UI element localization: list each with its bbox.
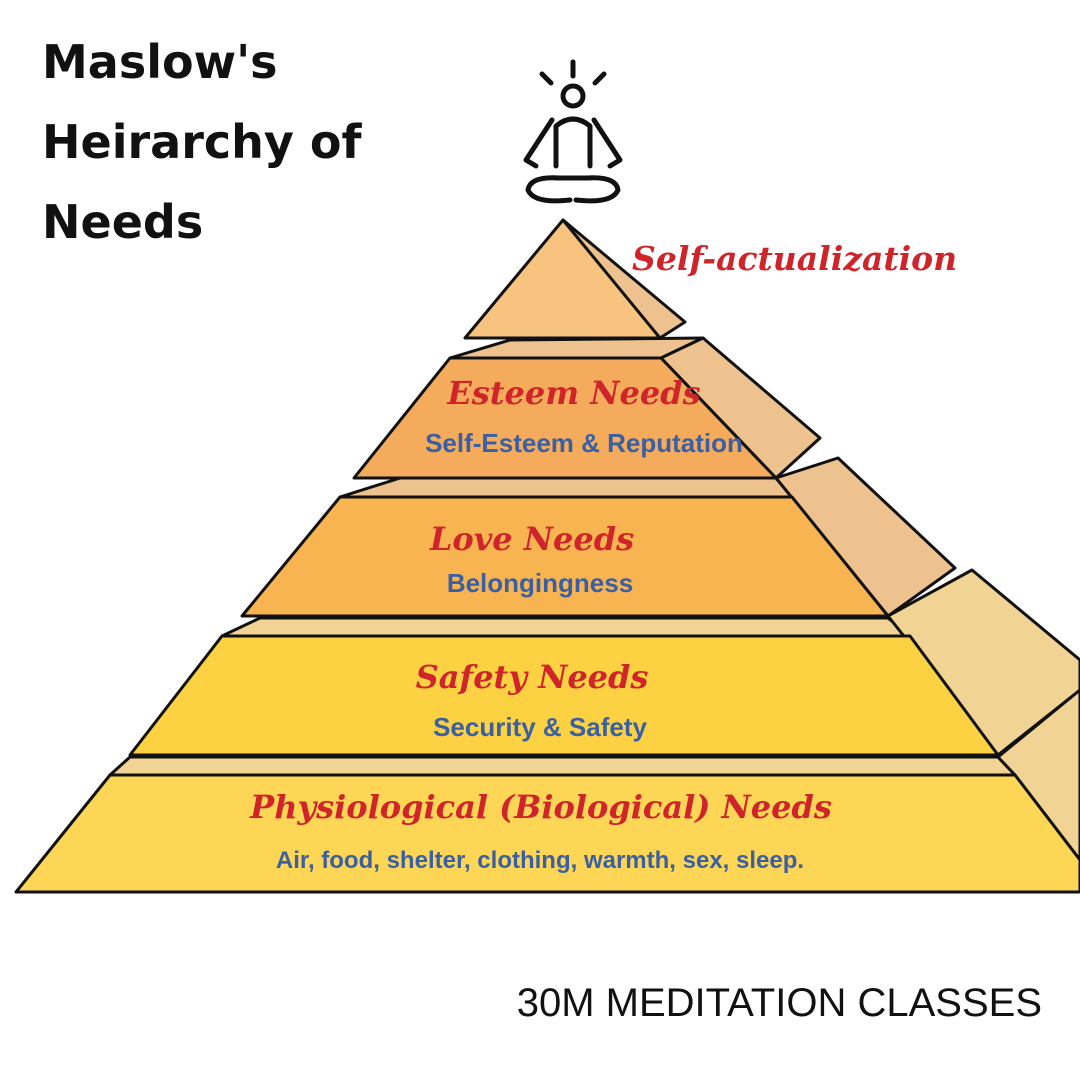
physiological-top-face — [108, 755, 1017, 777]
physiological-needs-subtitle: Air, food, shelter, clothing, warmth, se… — [276, 847, 804, 874]
title-line-1: Maslow's — [42, 35, 278, 89]
meditation-person-icon — [523, 59, 623, 204]
title-line-3: Needs — [42, 195, 203, 249]
love-front-face — [240, 495, 890, 618]
safety-front-face — [128, 634, 1000, 757]
title-line-2: Heirarchy of — [42, 115, 362, 169]
esteem-needs-title: Esteem Needs — [446, 374, 700, 412]
apex-front-face — [463, 218, 662, 340]
safety-needs-title: Safety Needs — [416, 658, 649, 696]
page-title: Maslow's Heirarchy of Needs — [42, 35, 362, 249]
esteem-needs-subtitle: Self-Esteem & Reputation — [425, 428, 743, 458]
physiological-front-face — [14, 773, 1080, 894]
esteem-front-face — [352, 356, 778, 480]
love-needs-subtitle: Belongingness — [447, 568, 633, 598]
safety-top-face — [220, 616, 912, 638]
footer-brand: 30M MEDITATION CLASSES — [517, 981, 1042, 1025]
love-needs-title: Love Needs — [429, 520, 634, 558]
love-top-face — [338, 476, 794, 499]
self-actualization-label: Self-actualization — [632, 239, 957, 278]
physiological-side-face — [996, 688, 1080, 862]
safety-needs-subtitle: Security & Safety — [433, 712, 647, 742]
physiological-needs-title: Physiological (Biological) Needs — [249, 788, 832, 826]
